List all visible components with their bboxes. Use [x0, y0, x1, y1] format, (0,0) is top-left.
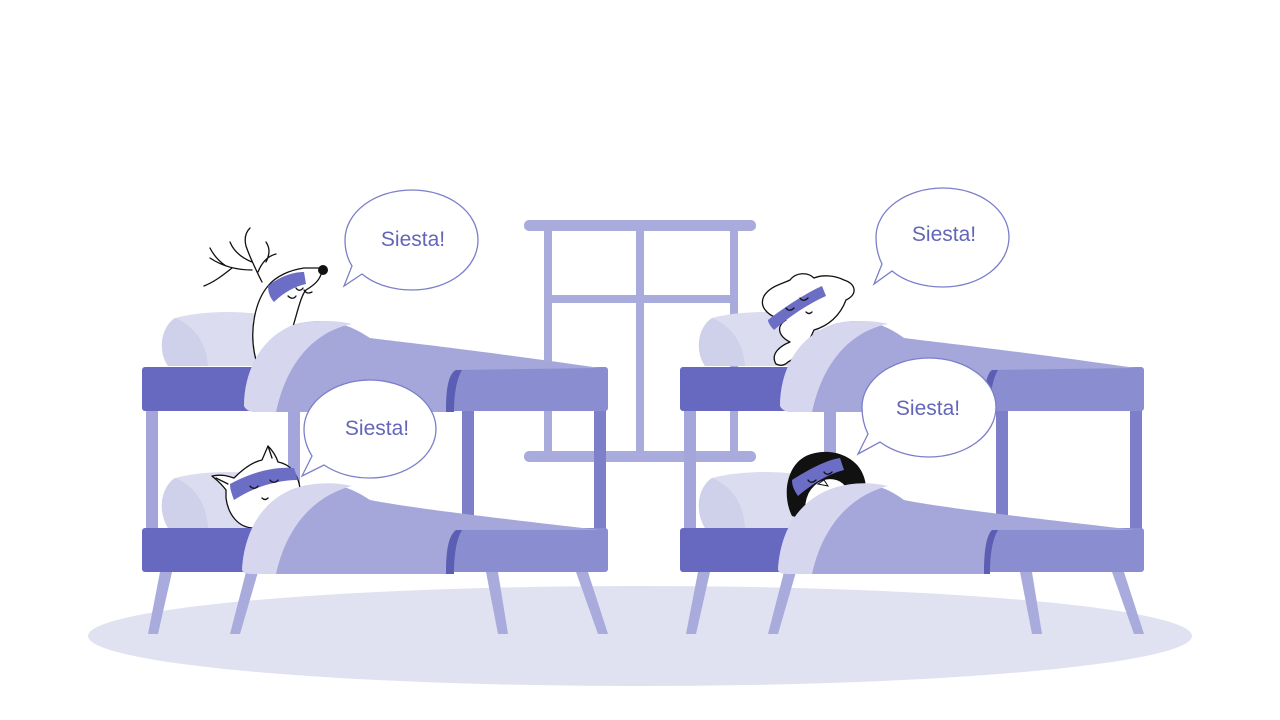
- deer-icon: [203, 227, 328, 363]
- speech-bubble-deer: Siesta!: [342, 189, 479, 291]
- speech-bubble-penguin: Siesta!: [856, 357, 997, 458]
- speech-text: Siesta!: [345, 417, 409, 440]
- speech-bubble-sheep: Siesta!: [872, 187, 1010, 288]
- blanket-bottom-right: [680, 483, 1144, 574]
- speech-text: Siesta!: [896, 397, 960, 420]
- blanket-bottom-left: [142, 483, 608, 574]
- speech-text: Siesta!: [912, 223, 976, 246]
- speech-text: Siesta!: [381, 228, 445, 251]
- speech-bubble-cat: Siesta!: [300, 379, 437, 479]
- floor-shadow: [88, 586, 1192, 686]
